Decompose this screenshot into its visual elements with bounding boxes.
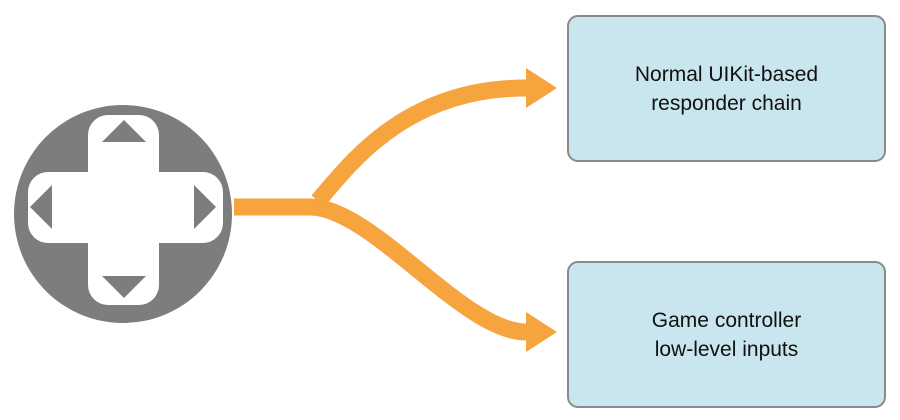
node-responder-chain-label: Normal UIKit-based responder chain xyxy=(634,62,819,115)
dpad-icon xyxy=(14,105,232,323)
node-responder-chain: Normal UIKit-based responder chain xyxy=(567,15,886,162)
arrow-to-low-level-path xyxy=(234,198,527,341)
dpad-down-triangle xyxy=(102,276,146,298)
dpad-right-triangle xyxy=(194,185,216,229)
arrowhead-responder-chain xyxy=(526,68,557,108)
node-low-level-inputs-label: Game controller low-level inputs xyxy=(651,308,802,361)
arrow-to-responder-chain-path xyxy=(311,79,527,207)
dpad-cross-vertical xyxy=(88,115,159,305)
node-low-level-inputs: Game controller low-level inputs xyxy=(567,261,886,408)
dpad-up-triangle xyxy=(102,120,146,142)
arrowhead-low-level xyxy=(526,312,557,352)
dpad-left-triangle xyxy=(30,185,52,229)
